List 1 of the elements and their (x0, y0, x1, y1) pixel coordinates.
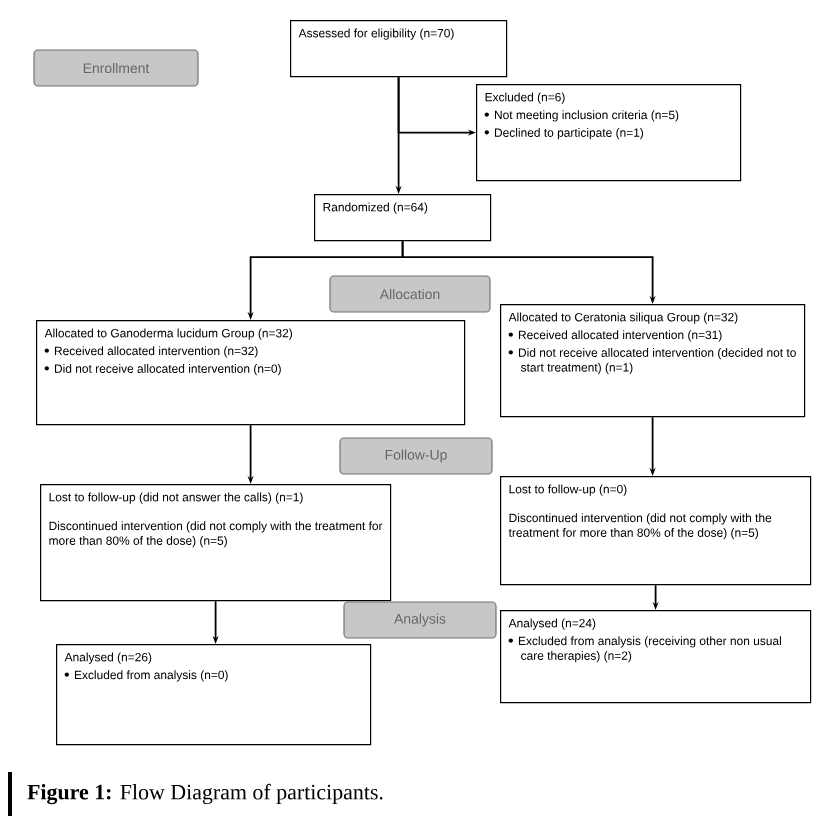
figure-caption: Figure 1: Flow Diagram of participants. (27, 783, 383, 805)
